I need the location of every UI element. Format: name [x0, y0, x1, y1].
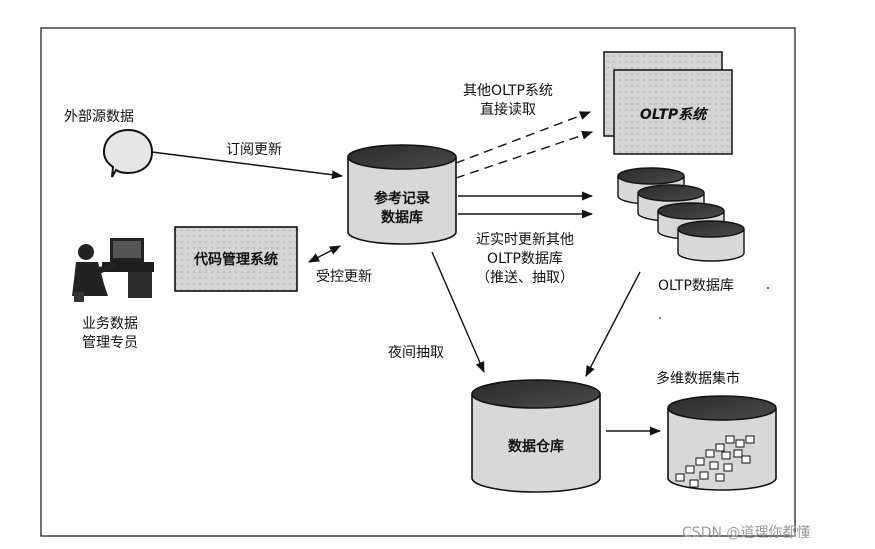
nightly-extract-arrow [431, 251, 485, 374]
reference-db-cylinder [347, 144, 457, 245]
near-realtime-label-line1: 近实时更新其他 [476, 232, 574, 248]
direct-read-arrow-1 [455, 111, 592, 164]
direct-read-arrow-2 [455, 130, 594, 179]
oltp-system-windows [603, 51, 733, 155]
watermark: CSDN @道理你都懂 [682, 525, 811, 541]
other-oltp-label-line1: 其他OLTP系统 [463, 83, 553, 99]
code-mgmt-box [174, 226, 298, 292]
nightly-extract-label: 夜间抽取 [388, 345, 444, 361]
external-source-label: 外部源数据 [64, 109, 134, 125]
subscribe-update-label: 订阅更新 [226, 142, 282, 158]
business-data-label-line2: 管理专员 [82, 335, 138, 351]
oltp-db-stack [617, 167, 745, 262]
data-warehouse-label: 数据仓库 [508, 439, 564, 455]
near-realtime-label-line3: （推送、抽取） [476, 270, 574, 286]
data-mart-cylinder [667, 395, 777, 491]
business-data-label-line1: 业务数据 [82, 316, 138, 332]
data-warehouse-cylinder [471, 379, 601, 493]
subscribe-update-arrow [151, 151, 344, 180]
data-mart-label: 多维数据集市 [656, 371, 740, 387]
reference-db-label-line2: 数据库 [381, 210, 423, 226]
controlled-update-label: 受控更新 [316, 269, 372, 285]
near-realtime-label-line2: OLTP数据库 [487, 251, 563, 267]
code-mgmt-system-label: 代码管理系统 [194, 252, 278, 268]
other-oltp-label-line2: 直接读取 [480, 102, 536, 118]
controlled-update-arrow [308, 245, 341, 263]
external-source-icon [102, 128, 154, 178]
oltp-to-warehouse-arrow [585, 271, 641, 377]
reference-db-label-line1: 参考记录 [374, 191, 430, 207]
oltp-system-label: OLTP系统 [639, 107, 707, 123]
business-data-steward-icon [72, 238, 154, 302]
oltp-database-label: OLTP数据库 [658, 278, 734, 294]
